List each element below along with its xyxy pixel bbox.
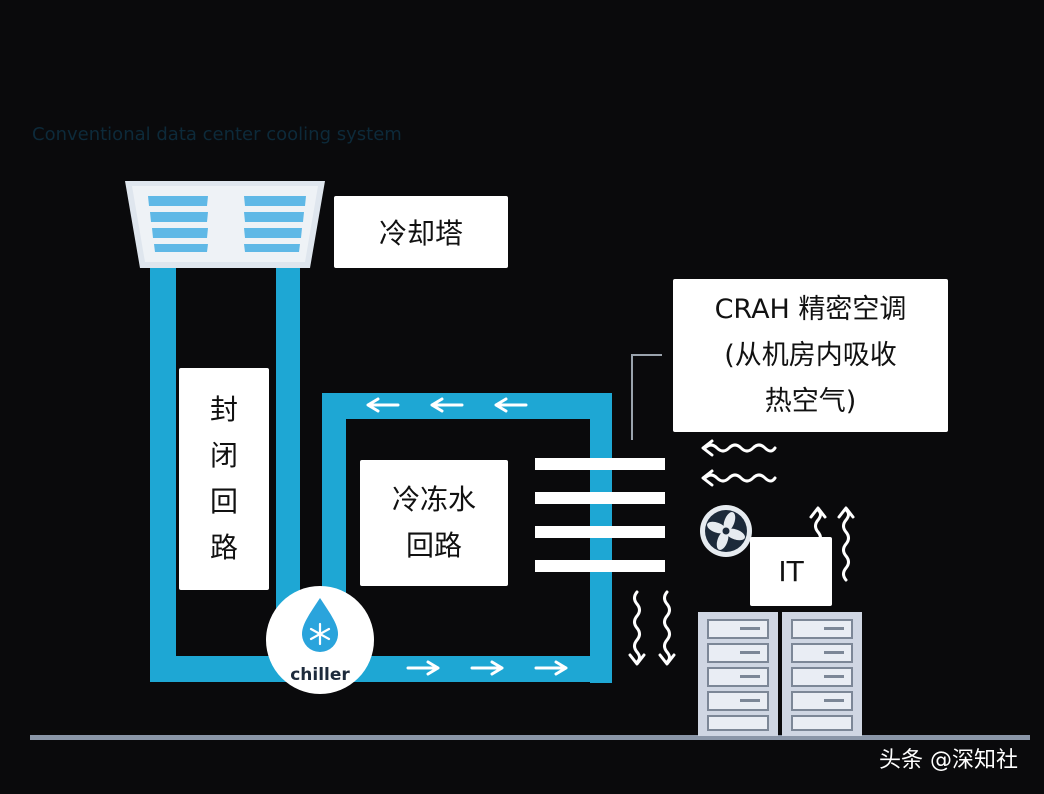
flow-arrows-bottom (406, 660, 568, 676)
cooling-tower-label: 冷却塔 (334, 196, 508, 268)
closed-loop-label: 封 闭 回 路 (179, 368, 269, 590)
chiller-label: chiller (290, 665, 350, 685)
hot-air-in-arrows (701, 439, 777, 487)
crah-coil-fins (535, 458, 665, 572)
flow-arrows-top (366, 397, 528, 413)
cold-air-down-arrows (628, 590, 676, 666)
it-label: IT (750, 537, 832, 606)
chilled-water-loop-label: 冷冻水 回路 (360, 460, 508, 586)
watermark: 头条 @深知社 (879, 748, 1018, 773)
floor-line (30, 735, 1030, 740)
fan-icon (700, 505, 752, 557)
crah-connector-line (631, 354, 662, 440)
chiller-icon: chiller (266, 586, 374, 694)
server-rack-left (698, 612, 778, 736)
server-rack-right (782, 612, 862, 736)
crah-label: CRAH 精密空调 (从机房内吸收 热空气) (673, 279, 948, 432)
diagram-subtitle: Conventional data center cooling system (32, 124, 402, 145)
cooling-tower-icon (125, 181, 325, 268)
